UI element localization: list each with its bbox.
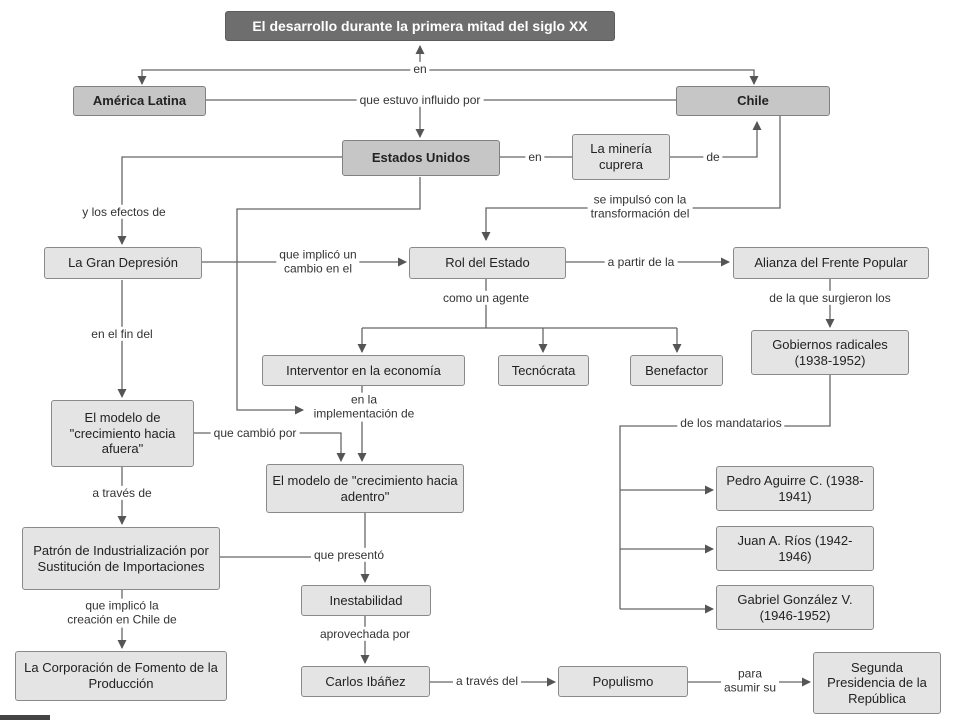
link-label-efectos: y los efectos de [79,204,169,220]
link-label-como-agente: como un agente [439,290,533,306]
node-gabriel-gonzalez: Gabriel González V. (1946-1952) [716,585,874,630]
link-label-se-impulso: se impulsó con la transformación del [587,192,693,222]
node-chile: Chile [676,86,830,116]
node-inestabilidad: Inestabilidad [301,585,431,616]
node-tecnocrata: Tecnócrata [498,355,589,386]
node-juan-rios: Juan A. Ríos (1942-1946) [716,526,874,571]
node-carlos-ibanez: Carlos Ibáñez [301,666,430,697]
link-label-implico-creacion: que implicó la creación en Chile de [64,598,180,628]
connector-eeuu-depresion [117,156,342,245]
node-interventor: Interventor en la economía [262,355,465,386]
node-corfo: La Corporación de Fomento de la Producci… [15,651,227,701]
link-label-cambio-por: que cambió por [210,425,300,441]
node-segunda-presidencia: Segunda Presidencia de la República [813,652,941,714]
page-corner-mark [0,715,50,720]
node-pedro-aguirre: Pedro Aguirre C. (1938-1941) [716,466,874,511]
link-label-implico-cambio: que implicó un cambio en el [276,247,360,277]
link-label-surgieron: de la que surgieron los [766,290,894,306]
node-modelo-afuera: El modelo de "crecimiento hacia afuera" [51,400,194,467]
link-label-a-traves-de: a través de [89,485,155,501]
link-label-fin-del: en el fin del [88,326,156,342]
node-modelo-adentro: El modelo de "crecimiento hacia adentro" [266,464,464,513]
node-benefactor: Benefactor [630,355,723,386]
link-label-mandatarios: de los mandatarios [677,415,785,431]
link-label-aprovechada: aprovechada por [316,626,414,642]
node-populismo: Populismo [558,666,688,697]
link-label-a-partir: a partir de la [604,254,678,270]
link-label-implementacion: en la implementación de [310,392,418,422]
link-label-para-asumir: para asumir su [720,666,780,696]
node-gobiernos-radicales: Gobiernos radicales (1938-1952) [751,330,909,375]
link-label-influido: que estuvo influido por [356,92,484,108]
node-estados-unidos: Estados Unidos [342,140,500,176]
node-gran-depresion: La Gran Depresión [44,247,202,279]
node-title: El desarrollo durante la primera mitad d… [225,11,615,41]
connector-eeuu-implementacion [236,177,421,415]
node-mineria-cuprera: La minería cuprera [572,134,670,180]
node-rol-estado: Rol del Estado [409,247,566,279]
node-patron-isi: Patrón de Industrialización por Sustituc… [22,527,220,590]
node-america-latina: América Latina [73,86,206,116]
connector-title-chile [420,69,759,85]
link-label-en-mineria: en [525,149,545,165]
link-label-en-title: en [410,61,430,77]
link-label-presento: que presentó [310,547,388,563]
link-label-de-chile: de [703,149,723,165]
connector-mineria-chile [670,121,762,158]
link-label-a-traves-del: a través del [452,673,522,689]
node-alianza-frente-popular: Alianza del Frente Popular [733,247,929,279]
connector-title-america [137,69,420,85]
